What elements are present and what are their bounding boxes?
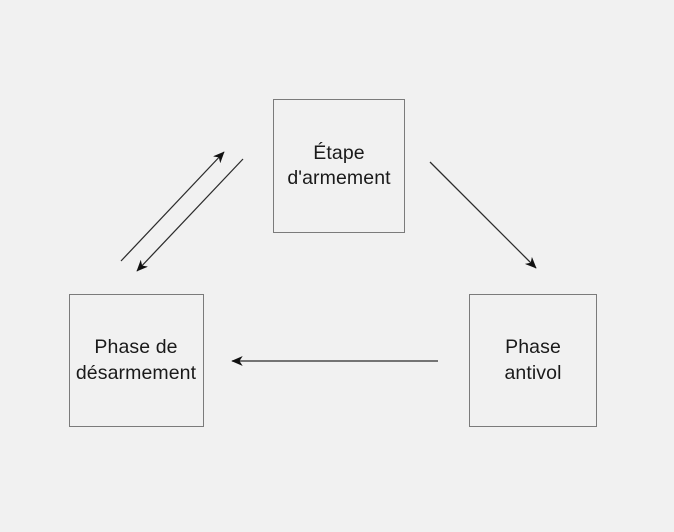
edge-arming-to-antitheft bbox=[429, 161, 536, 268]
node-disarming[interactable]: Phase de désarmement bbox=[69, 294, 204, 427]
node-arming[interactable]: Étape d'armement bbox=[273, 99, 405, 233]
node-disarming-label: Phase de désarmement bbox=[75, 336, 197, 384]
edge-arming-to-disarming bbox=[137, 158, 244, 271]
node-antitheft-label: Phase antivol bbox=[504, 336, 562, 384]
node-arming-label: Étape d'armement bbox=[287, 141, 391, 189]
node-antitheft[interactable]: Phase antivol bbox=[469, 294, 597, 427]
edge-disarming-to-arming bbox=[120, 152, 224, 262]
